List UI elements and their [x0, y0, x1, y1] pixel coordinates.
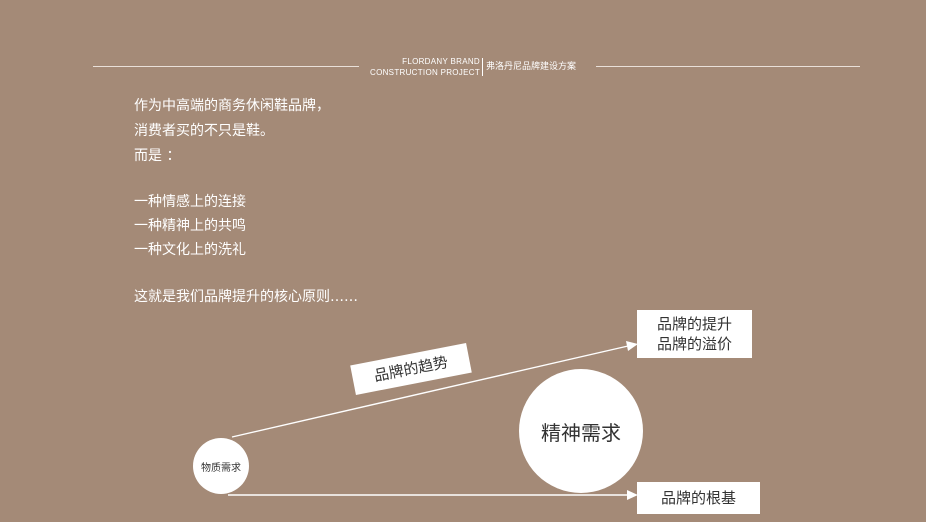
trend-arrow-head: [626, 341, 638, 351]
intro-line-2: 消费者买的不只是鞋。: [134, 123, 274, 139]
intro-line-7: 这就是我们品牌提升的核心原则……: [134, 289, 358, 305]
brand-divider: [482, 58, 483, 76]
intro-line-6: 一种文化上的洗礼: [134, 242, 246, 258]
intro-line-1: 作为中高端的商务休闲鞋品牌，: [134, 98, 330, 114]
intro-line-3: 而是 ：: [134, 148, 181, 164]
brand-foundation-box: 品牌的根基: [637, 482, 760, 514]
brand-name-chinese: 弗洛丹尼品牌建设方案: [486, 62, 577, 72]
brand-name-english: FLORDANY BRAND CONSTRUCTION PROJECT: [362, 56, 480, 78]
trend-arrow-line: [231, 345, 629, 438]
spiritual-need-label: 精神需求: [541, 420, 621, 445]
intro-line-4: 一种情感上的连接: [134, 194, 246, 210]
header-rule-left: [93, 66, 359, 67]
material-need-circle: 物质需求: [193, 438, 249, 494]
brand-upgrade-label: 品牌的提升: [656, 315, 732, 333]
spiritual-need-circle: 精神需求: [519, 369, 643, 493]
header-rule-right: [596, 66, 860, 67]
material-need-label: 物质需求: [201, 462, 241, 474]
brand-en-line2: CONSTRUCTION PROJECT: [370, 68, 480, 77]
brand-upgrade-box: 品牌的提升 品牌的溢价: [637, 310, 752, 358]
base-arrow-head: [627, 490, 638, 500]
intro-line-5: 一种精神上的共鸣: [134, 218, 246, 234]
brand-premium-label: 品牌的溢价: [656, 335, 732, 353]
brand-foundation-label: 品牌的根基: [660, 489, 736, 507]
brand-en-line1: FLORDANY BRAND: [402, 57, 480, 66]
